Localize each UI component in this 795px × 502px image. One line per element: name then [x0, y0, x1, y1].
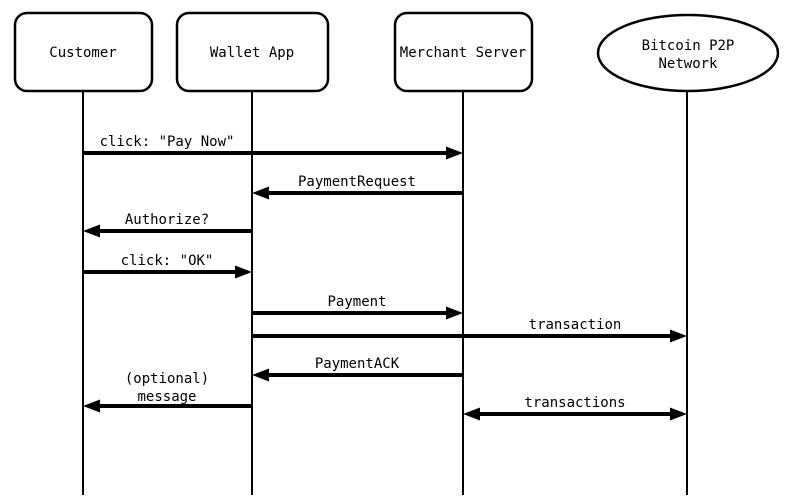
message-optional-message-label-line1: (optional) [125, 371, 209, 387]
message-payment-label: Payment [327, 294, 386, 310]
message-optional-message: (optional) message [83, 371, 252, 413]
actor-bitcoin-p2p-network: Bitcoin P2P Network [596, 13, 780, 93]
actor-bitcoin-p2p-network-label-line2: Network [658, 56, 718, 72]
arrowhead-right-icon [446, 306, 463, 320]
arrowhead-left-icon [83, 399, 100, 413]
message-transaction-label: transaction [529, 317, 622, 333]
message-click-ok: click: "OK" [83, 253, 252, 279]
message-click-ok-label: click: "OK" [121, 253, 214, 269]
message-authorize-label: Authorize? [125, 212, 209, 228]
arrowhead-right-icon [670, 407, 687, 421]
arrowhead-right-icon [235, 265, 252, 279]
actor-customer-label: Customer [49, 45, 116, 61]
message-payment-request: PaymentRequest [252, 174, 463, 200]
message-optional-message-label-line2: message [137, 389, 196, 405]
message-click-pay-now-label: click: "Pay Now" [100, 134, 235, 150]
message-transaction: transaction [252, 317, 687, 343]
message-payment: Payment [252, 294, 463, 320]
actor-merchant-server-label: Merchant Server [400, 45, 526, 61]
actor-merchant-server-box [393, 11, 534, 93]
actor-merchant-server: Merchant Server [393, 11, 534, 93]
arrowhead-right-icon [670, 329, 687, 343]
message-transactions: transactions [463, 395, 687, 421]
actor-customer: Customer [13, 11, 154, 93]
actor-wallet-app-label: Wallet App [210, 45, 294, 61]
arrowhead-left-icon [252, 368, 269, 382]
actor-customer-box [13, 11, 154, 93]
message-transactions-label: transactions [524, 395, 625, 411]
message-click-pay-now: click: "Pay Now" [83, 134, 463, 160]
arrowhead-left-icon [83, 224, 100, 238]
actor-wallet-app-box [175, 11, 330, 93]
actor-bitcoin-p2p-network-label-line1: Bitcoin P2P [642, 38, 735, 54]
actor-bitcoin-p2p-network-ellipse [596, 13, 780, 93]
message-payment-ack-label: PaymentACK [315, 356, 400, 372]
arrowhead-left-icon [463, 407, 480, 421]
message-payment-ack: PaymentACK [252, 356, 463, 382]
arrowhead-left-icon [252, 186, 269, 200]
message-payment-request-label: PaymentRequest [298, 174, 416, 190]
arrowhead-right-icon [446, 146, 463, 160]
message-authorize: Authorize? [83, 212, 252, 238]
actor-wallet-app: Wallet App [175, 11, 330, 93]
